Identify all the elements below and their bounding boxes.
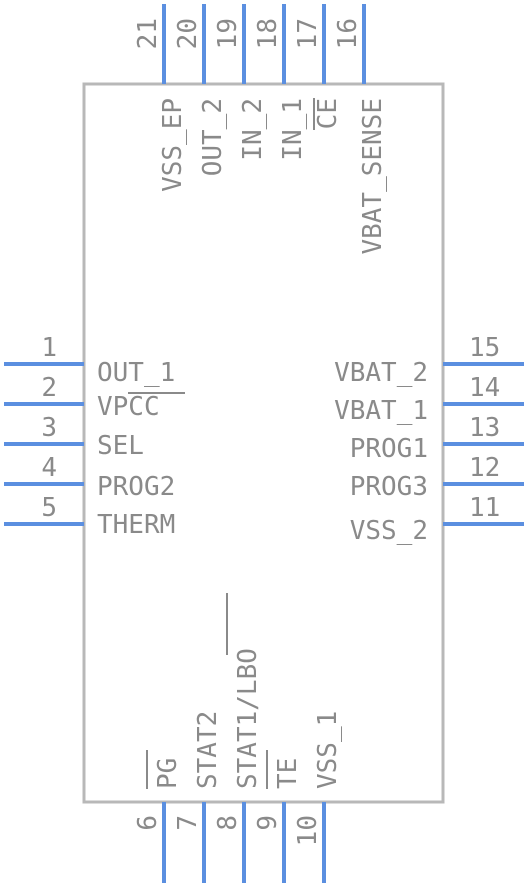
- pin-16-name: VBAT_SENSE: [358, 98, 388, 255]
- pin-10: 10 VSS_1: [293, 711, 343, 883]
- pin-15-number: 15: [469, 333, 500, 363]
- pin-6-name: PG: [153, 758, 183, 789]
- pin-4-name: PROG2: [97, 472, 175, 502]
- pin-12-name: PROG3: [350, 472, 428, 502]
- pin-19-name: IN_2: [238, 98, 268, 161]
- pin-20-name: OUT_2: [198, 98, 228, 176]
- pin-7-number: 7: [173, 815, 203, 831]
- top-pins: 21 VSS_EP 20 OUT_2 19 IN_2 18 IN_1 17 CE…: [133, 4, 388, 255]
- pin-9: 9 TE: [253, 750, 303, 883]
- bottom-pins: 6 PG 7 STAT2 8 STAT1/LBO 9 TE 10 VSS_1: [133, 593, 343, 883]
- pin-3-number: 3: [41, 413, 57, 443]
- pin-5-name: THERM: [97, 510, 175, 540]
- pin-7-name: STAT2: [193, 711, 223, 789]
- right-pins: 15 VBAT_2 14 VBAT_1 13 PROG1 12 PROG3 11…: [334, 333, 524, 546]
- pin-18: 18 IN_1: [253, 4, 308, 161]
- pin-8: 8 STAT1/LBO: [213, 593, 263, 883]
- pin-4-number: 4: [41, 453, 57, 483]
- pin-19-number: 19: [213, 18, 243, 49]
- pin-5: 5 THERM: [4, 493, 175, 540]
- pin-10-name: VSS_1: [313, 711, 343, 789]
- pin-15: 15 VBAT_2: [334, 333, 524, 388]
- pin-6: 6 PG: [133, 750, 183, 883]
- pin-6-number: 6: [133, 815, 163, 831]
- pin-13-name: PROG1: [350, 434, 428, 464]
- pin-4: 4 PROG2: [4, 453, 175, 502]
- pin-8-number: 8: [213, 815, 243, 831]
- pin-14: 14 VBAT_1: [334, 373, 524, 426]
- pin-9-number: 9: [253, 815, 283, 831]
- pin-1-number: 1: [41, 333, 57, 363]
- pin-11: 11 VSS_2: [350, 493, 524, 546]
- left-pins: 1 OUT_1 2 VPCC 3 SEL 4 PROG2 5 THERM: [4, 333, 185, 540]
- pin-14-number: 14: [469, 373, 500, 403]
- pin-20: 20 OUT_2: [173, 4, 228, 176]
- pin-21-number: 21: [133, 18, 163, 49]
- pin-18-name: IN_1: [278, 98, 308, 161]
- pin-1: 1 OUT_1: [4, 333, 175, 388]
- pin-3-name: SEL: [97, 431, 144, 461]
- pin-10-number: 10: [293, 815, 323, 846]
- pin-3: 3 SEL: [4, 413, 144, 461]
- pin-9-name: TE: [273, 758, 303, 789]
- pin-17-number: 17: [293, 18, 323, 49]
- pin-20-number: 20: [173, 18, 203, 49]
- pin-17-name: CE: [313, 98, 343, 129]
- pin-17: 17 CE: [293, 4, 343, 130]
- pin-11-name: VSS_2: [350, 516, 428, 546]
- pin-21: 21 VSS_EP: [133, 4, 188, 192]
- pin-7: 7 STAT2: [173, 711, 223, 883]
- pin-13: 13 PROG1: [350, 413, 524, 464]
- pin-11-number: 11: [469, 493, 500, 523]
- pin-18-number: 18: [253, 18, 283, 49]
- pin-13-number: 13: [469, 413, 500, 443]
- pin-1-name: OUT_1: [97, 358, 175, 388]
- pin-8-name: STAT1/LBO: [233, 648, 263, 789]
- pin-2: 2 VPCC: [4, 373, 185, 422]
- pin-15-name: VBAT_2: [334, 358, 428, 388]
- pin-5-number: 5: [41, 493, 57, 523]
- pin-2-name: VPCC: [97, 392, 160, 422]
- pin-21-name: VSS_EP: [158, 98, 188, 192]
- ic-body: [82, 82, 445, 804]
- pin-12: 12 PROG3: [350, 453, 524, 502]
- pin-2-number: 2: [41, 373, 57, 403]
- pin-16: 16 VBAT_SENSE: [333, 4, 388, 255]
- pin-14-name: VBAT_1: [334, 396, 428, 426]
- pin-19: 19 IN_2: [213, 4, 268, 161]
- pin-16-number: 16: [333, 18, 363, 49]
- pin-12-number: 12: [469, 453, 500, 483]
